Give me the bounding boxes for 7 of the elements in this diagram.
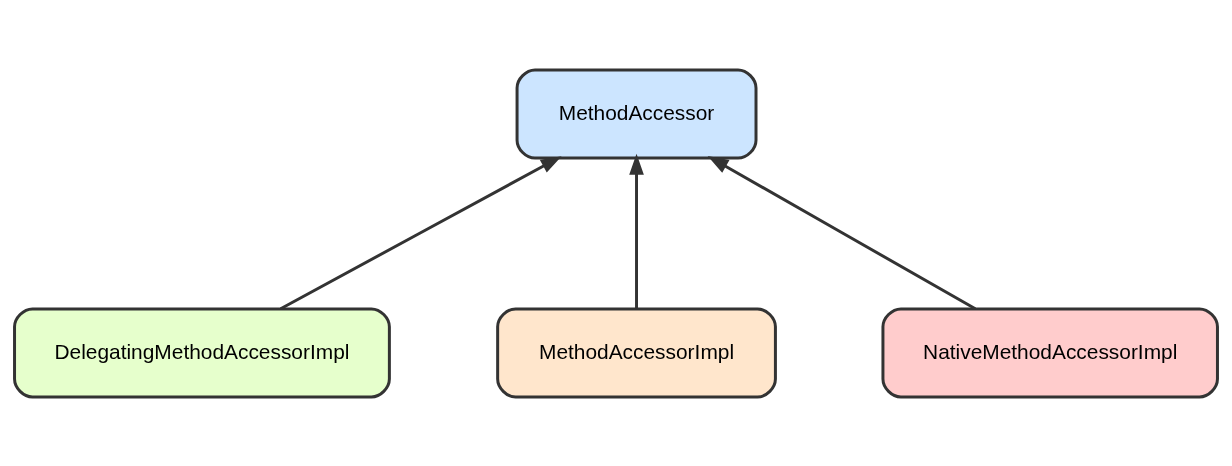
node-box: DelegatingMethodAccessorImpl [13,306,391,399]
arrow [707,155,977,310]
node-box: NativeMethodAccessorImpl [881,306,1219,399]
arrow [279,155,562,310]
node-box: MethodAccessor [515,67,758,160]
node-box: MethodAccessorImpl [496,306,777,399]
arrow [629,153,644,309]
